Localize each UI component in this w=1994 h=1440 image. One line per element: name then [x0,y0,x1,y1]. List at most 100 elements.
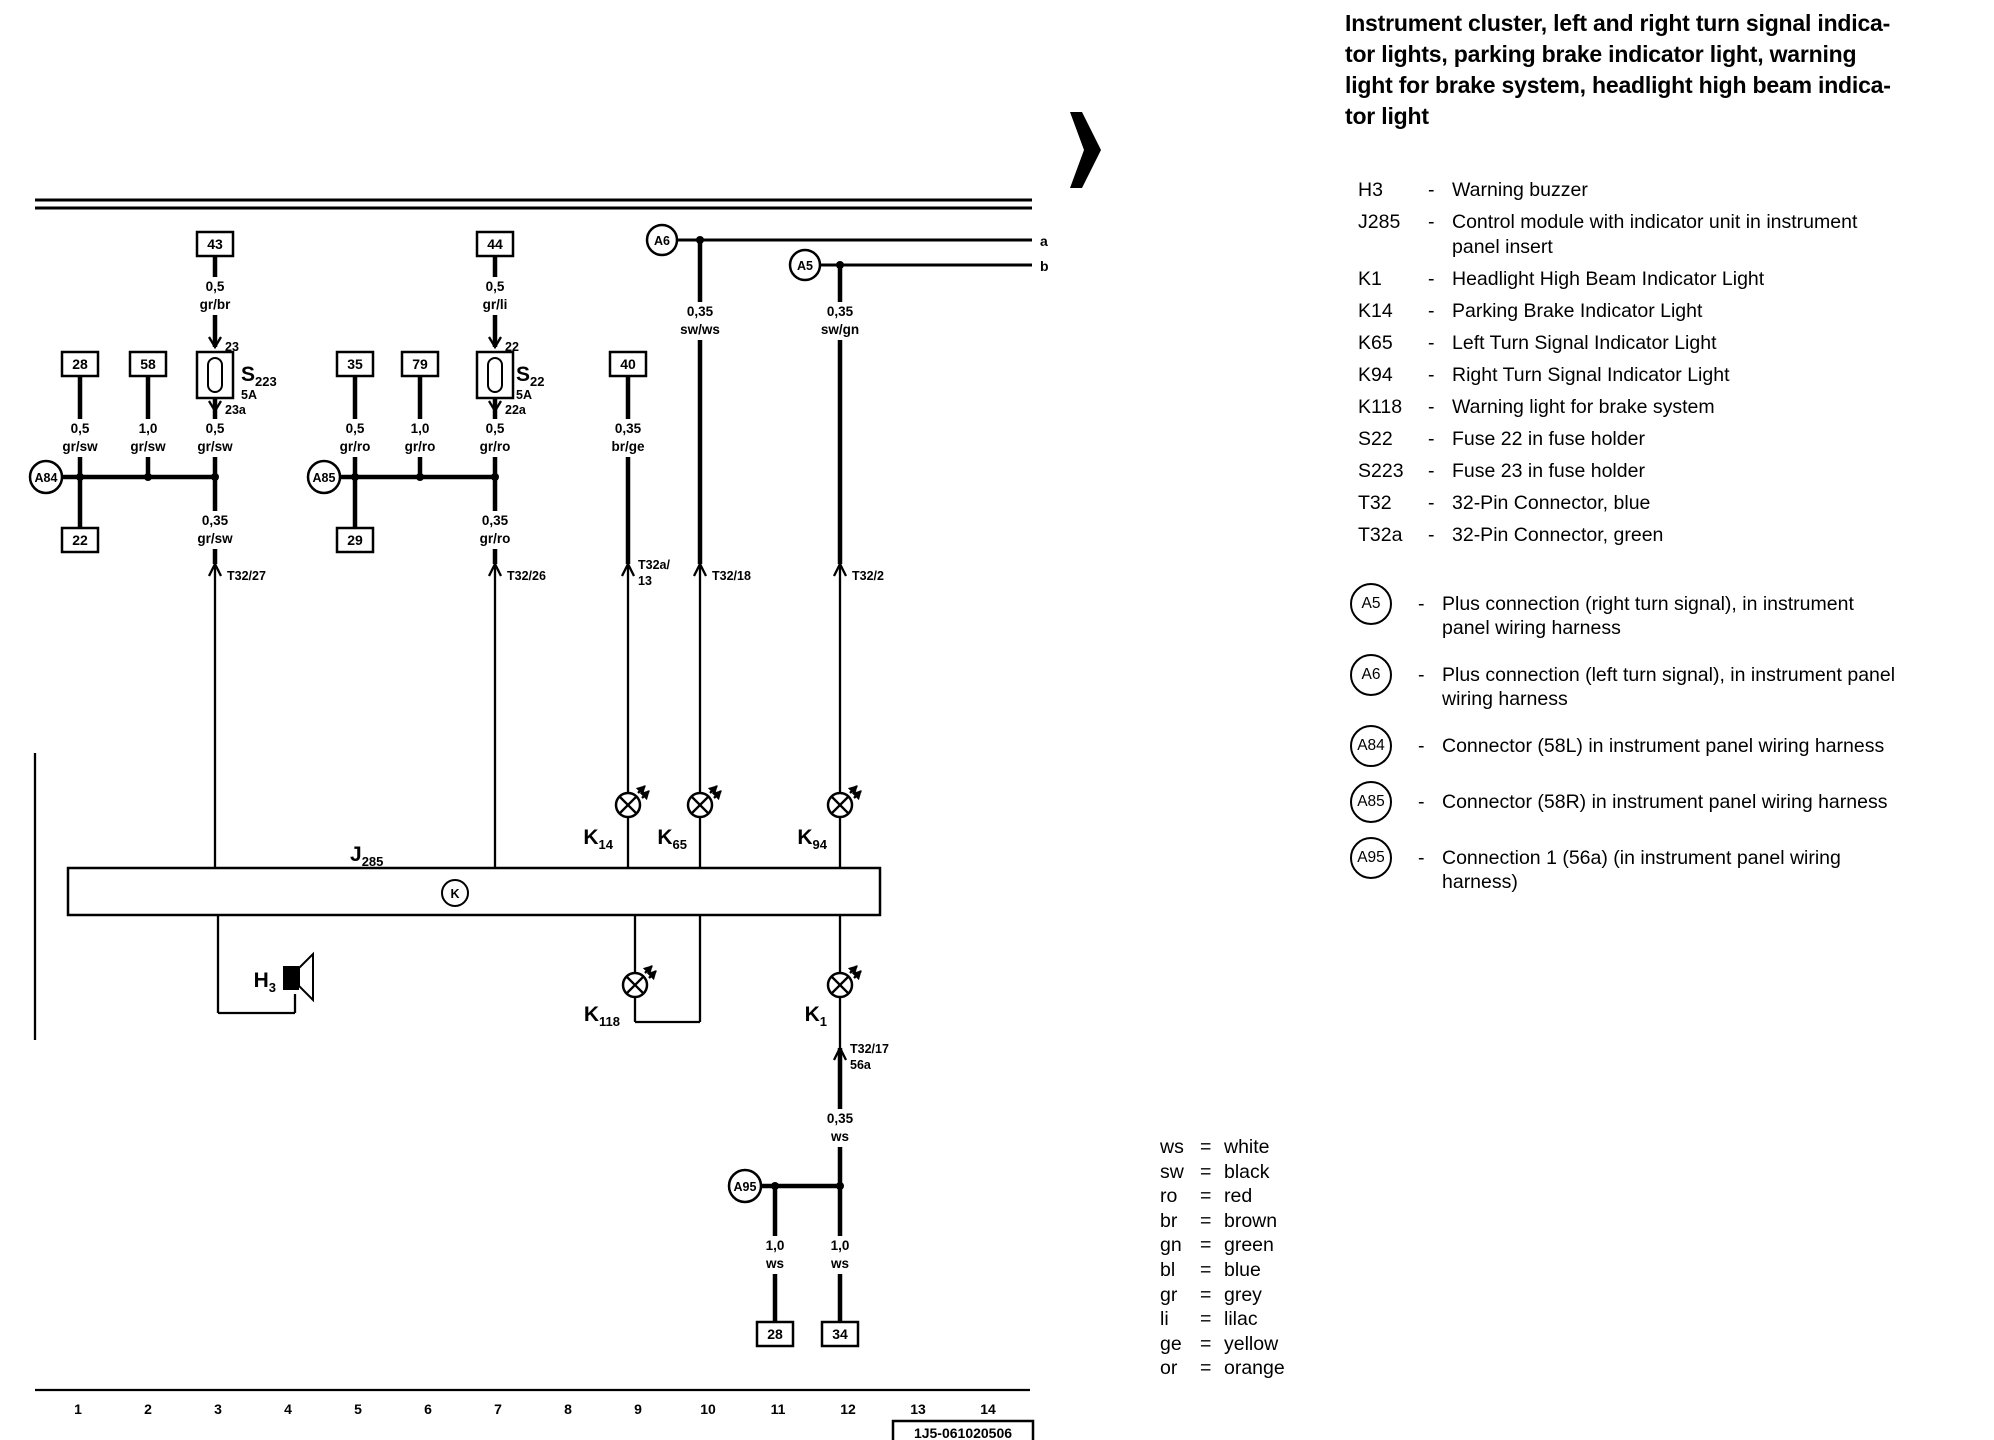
color-abbr: gn [1160,1234,1182,1257]
feed-label-a: a [1040,233,1048,249]
dash: - [1418,593,1425,615]
connector-a6: A6 [645,223,679,257]
terminal-28: 28 [60,350,100,378]
track-number: 2 [144,1401,152,1417]
indicator-lamp-icon [826,785,862,819]
connection-circle: A84 [1350,725,1392,767]
dash: - [1428,211,1435,233]
component-desc: Fuse 23 in fuse holder [1452,460,1645,482]
connector-a85: A85 [306,459,342,495]
title-line: tor lights, parking brake indicator ligh… [1345,41,1857,67]
fuse-icon [195,350,235,400]
circuit-k1: K1 T32/17 56a 0,35 ws A95 1,0 ws 1,0 ws … [727,915,889,1348]
color-code-row: ro = red [1160,1184,1285,1209]
connection-circle: A85 [1350,781,1392,823]
svg-text:22: 22 [72,532,88,548]
svg-text:79: 79 [412,356,428,372]
connector-pin-label: T32/2 [852,569,884,583]
color-code-row: bl = blue [1160,1258,1285,1283]
terminal-40: 40 [608,350,648,378]
wire-color: gr/li [483,297,508,312]
component-desc: Warning light for brake system [1452,396,1715,418]
component-desc: Control module with indicator unit in in… [1452,211,1858,258]
equals-sign: = [1200,1234,1212,1257]
indicator-lamp-icon [686,785,722,819]
legend-row: K118 - Warning light for brake system [1358,395,1918,420]
pin-arrow-icon [488,400,502,414]
connector-pin-label: T32/27 [227,569,266,583]
wire-size: 1,0 [411,421,430,436]
component-key: K14 [1358,300,1393,322]
color-name: brown [1224,1209,1278,1232]
feed-label-b: b [1040,258,1049,274]
pin-arrow-icon [487,561,503,577]
h3-buzzer: H3 [216,915,314,1015]
component-desc: Fuse 22 in fuse holder [1452,428,1645,450]
track-number: 6 [424,1401,432,1417]
component-desc: Headlight High Beam Indicator Light [1452,268,1765,290]
connection-circle: A95 [1350,837,1392,879]
circuit-k14: 0,35 br/ge 40 T32a/ 13 K14 [583,350,670,868]
svg-text:29: 29 [347,532,363,548]
pin-arrow-icon [208,400,222,414]
wire-color: gr/ro [340,439,371,454]
equals-sign: = [1200,1258,1212,1281]
svg-text:28: 28 [72,356,88,372]
dash: - [1418,791,1425,813]
k65-label: K65 [657,826,687,852]
component-desc: 32-Pin Connector, green [1452,524,1664,546]
legend-row: T32a - 32-Pin Connector, green [1358,523,1918,548]
legend-row: A84 - Connector (58L) in instrument pane… [1350,725,1910,767]
color-abbr: li [1160,1308,1169,1331]
legend-row: K94 - Right Turn Signal Indicator Light [1358,363,1918,388]
wire-color: ws [765,1256,784,1271]
wire-color-legend: ws = white sw = black ro = red br = brow… [1160,1135,1285,1381]
component-key: K65 [1358,332,1393,354]
wire-color: gr/ro [480,531,511,546]
wire-size: 0,35 [687,304,714,319]
track-number: 11 [771,1401,786,1417]
continuation-arrow-icon [1070,112,1101,188]
wire-size: 0,5 [486,279,505,294]
circuit-a84-group: 0,5 gr/sw 1,0 gr/sw 28 58 22 A84 [28,350,215,554]
component-key: K118 [1358,396,1403,418]
terminal-22: 22 [60,526,100,554]
color-code-row: gn = green [1160,1233,1285,1258]
terminal-58: 58 [128,350,168,378]
svg-text:34: 34 [832,1326,848,1342]
track-number: 5 [354,1401,362,1417]
connector-pin-label: 56a [850,1058,872,1072]
s223-rating: 5A [241,388,257,402]
legend-row: K14 - Parking Brake Indicator Light [1358,299,1918,324]
legend-row: S22 - Fuse 22 in fuse holder [1358,427,1918,452]
legend-row: A95 - Connection 1 (56a) (in instrument … [1350,837,1910,894]
dash: - [1428,300,1435,322]
wire-color: br/ge [611,439,644,454]
connector-pin-label: T32a/ [638,558,670,572]
color-code-row: sw = black [1160,1160,1285,1185]
title-line: light for brake system, headlight high b… [1345,72,1891,98]
track-number: 8 [564,1401,572,1417]
j285-control-module: J285 K [66,843,882,917]
dash: - [1428,364,1435,386]
equals-sign: = [1200,1283,1212,1306]
wire-size: 0,5 [206,421,225,436]
wire-color: gr/sw [62,439,98,454]
component-desc: Warning buzzer [1452,179,1588,201]
color-name: white [1224,1136,1270,1158]
wire-size: 0,5 [71,421,90,436]
legend-row: A5 - Plus connection (right turn signal)… [1350,583,1910,640]
circuit-fuse-s223: 0,5 gr/br 0,5 gr/sw 0,35 gr/sw 43 23 23a… [190,230,277,868]
color-abbr: br [1160,1209,1178,1232]
component-desc: Parking Brake Indicator Light [1452,300,1703,322]
connection-desc: Plus connection (right turn signal), in … [1442,593,1854,639]
wire-color: sw/ws [680,322,720,337]
wire-color: gr/sw [197,531,233,546]
svg-text:A85: A85 [313,471,336,485]
connector-pin-label: T32/26 [507,569,546,583]
pin-arrow-icon [207,561,223,577]
svg-text:43: 43 [207,236,223,252]
equals-sign: = [1200,1209,1212,1232]
connection-desc: Connector (58L) in instrument panel wiri… [1442,735,1885,757]
terminal-43: 43 [195,230,235,258]
